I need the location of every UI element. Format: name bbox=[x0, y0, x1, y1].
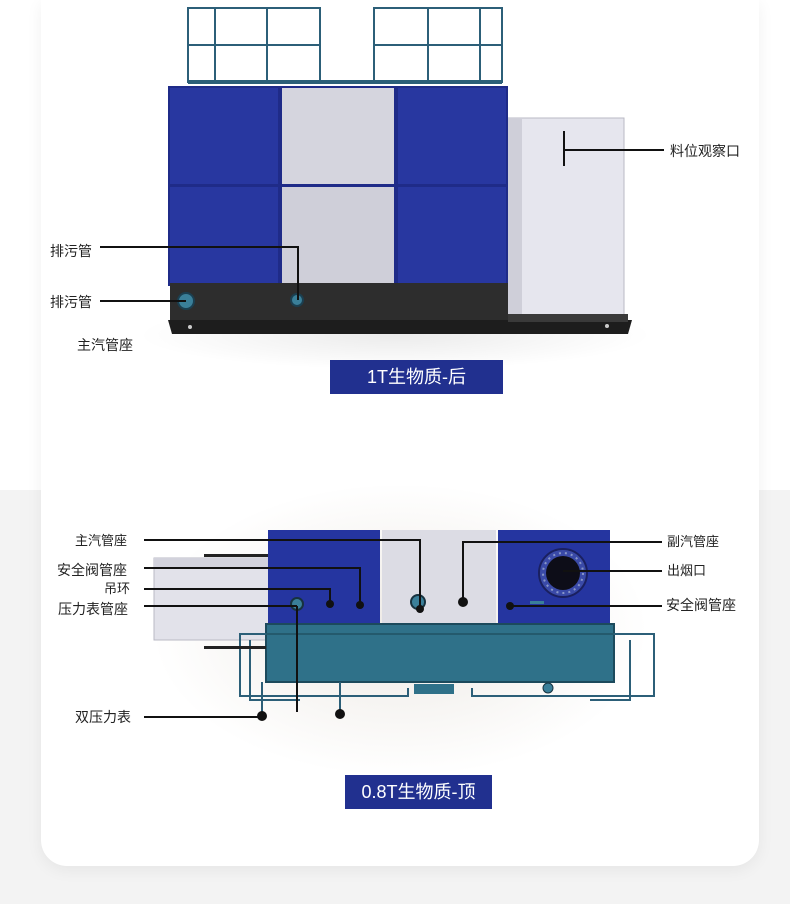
label-main-steam-seat: 主汽管座 bbox=[75, 533, 128, 548]
label-safety-valve-seat-left: 安全阀管座 bbox=[57, 562, 127, 578]
label-drain-pipe-1: 排污管 bbox=[50, 243, 92, 259]
smoke-outlet-flange bbox=[538, 548, 588, 598]
label-main-steam: 主汽管座 bbox=[77, 337, 133, 353]
bottom-leader-lines bbox=[144, 539, 662, 718]
label-drain-pipe-2: 排污管 bbox=[50, 294, 92, 310]
label-safety-valve-seat-right: 安全阀管座 bbox=[666, 597, 736, 613]
boiler-base bbox=[170, 283, 508, 321]
boiler-body bbox=[168, 86, 508, 286]
label-dual-pressure-gauge: 双压力表 bbox=[75, 709, 131, 725]
side-hopper bbox=[507, 117, 625, 319]
left-hopper bbox=[153, 557, 271, 641]
caption-0-8t-top: 0.8T生物质-顶 bbox=[345, 775, 492, 809]
caption-1t-rear: 1T生物质-后 bbox=[330, 360, 503, 394]
label-aux-steam-seat: 副汽管座 bbox=[667, 534, 720, 549]
top-leader-lines bbox=[100, 131, 664, 302]
label-lifting-ring: 吊环 bbox=[104, 581, 131, 596]
label-observation-port: 料位观察口 bbox=[670, 143, 740, 159]
top-platform bbox=[265, 623, 615, 683]
boiler-top-body bbox=[268, 530, 610, 624]
platform-railing bbox=[239, 633, 655, 714]
top-railings bbox=[187, 7, 503, 84]
label-pressure-gauge-seat: 压力表管座 bbox=[58, 601, 128, 617]
label-smoke-outlet: 出烟口 bbox=[667, 563, 707, 578]
